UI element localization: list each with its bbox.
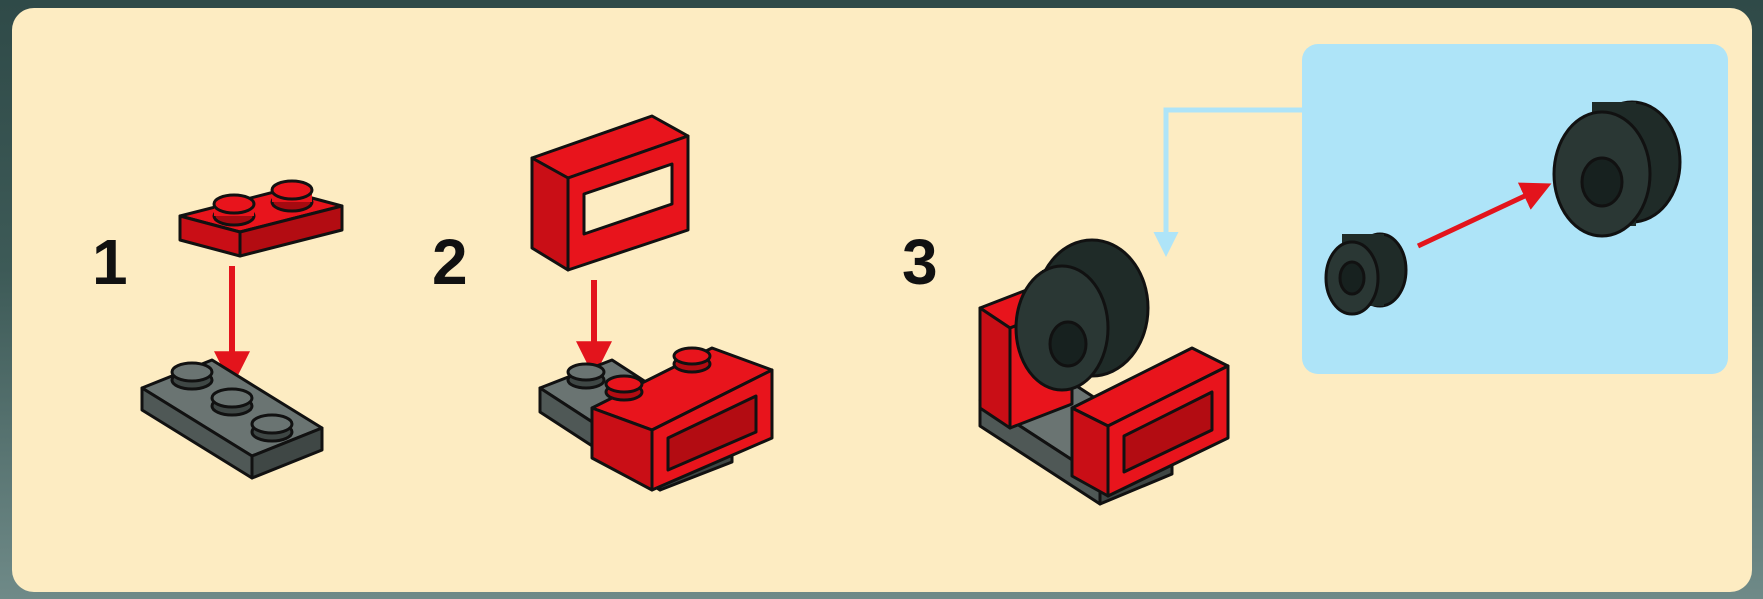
red-plate-1x2-icon [180,181,342,256]
instruction-panel: 1 2 3 [12,8,1752,592]
red-slope-panel-icon [532,116,688,270]
step-1-illustration [142,181,342,478]
tire-icon [1016,240,1148,390]
wheel-hub-icon [1326,234,1406,314]
instruction-illustrations [12,8,1752,592]
wheel-subassembly-illustration [1326,102,1680,314]
step-2-illustration [532,116,772,490]
callout-arrow-icon [1166,110,1302,252]
tire-icon [1554,102,1680,236]
step-3-illustration [980,110,1302,504]
red-arrow-icon [1418,186,1546,246]
gray-plate-1x3-icon [142,360,322,478]
